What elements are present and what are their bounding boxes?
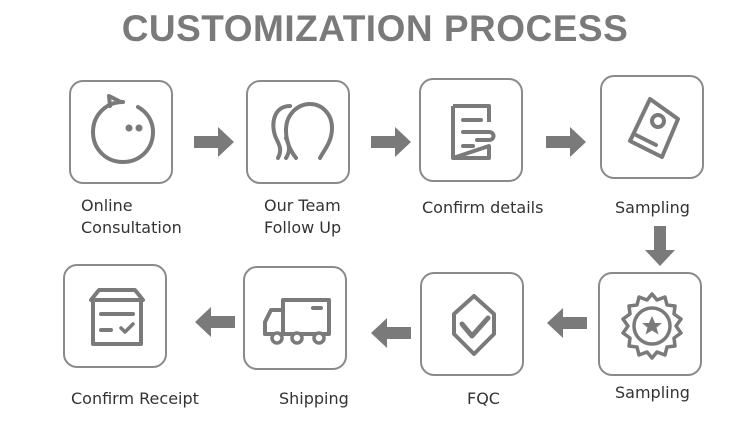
document-icon	[451, 104, 496, 160]
arrow-left-icon	[195, 307, 235, 337]
step-confirm-receipt	[63, 264, 167, 368]
arrow-right-icon	[546, 127, 586, 157]
arrow-right-icon	[194, 127, 234, 157]
truck-icon	[263, 298, 331, 345]
step-label-shipping: Shipping	[279, 389, 349, 408]
step-fqc	[420, 272, 524, 376]
chat-bubble-icon	[90, 94, 156, 165]
arrow-down-icon	[645, 226, 675, 266]
step-label-online-consultation: Online Consultation	[81, 196, 182, 237]
step-label-confirm-details: Confirm details	[422, 198, 544, 217]
step-team-follow-up	[246, 80, 350, 184]
step-label-team-follow-up: Our Team Follow Up	[264, 196, 342, 237]
step-sampling-2	[598, 272, 702, 376]
step-online-consultation	[69, 80, 173, 184]
step-label-confirm-receipt: Confirm Receipt	[71, 389, 199, 408]
arrow-right-icon	[371, 127, 411, 157]
tag-icon	[628, 97, 680, 159]
badge-star-icon	[621, 292, 683, 360]
step-confirm-details	[419, 78, 523, 182]
step-sampling-1	[600, 75, 704, 179]
step-shipping	[243, 266, 347, 370]
team-icon	[271, 101, 335, 160]
step-label-sampling-2: Sampling	[615, 383, 690, 402]
open-box-icon	[89, 288, 145, 346]
step-label-sampling-1: Sampling	[615, 198, 690, 217]
step-label-fqc: FQC	[467, 389, 500, 408]
arrow-left-icon	[371, 318, 411, 348]
quality-check-icon	[452, 294, 496, 356]
page-title: CUSTOMIZATION PROCESS	[121, 8, 629, 49]
arrow-left-icon	[547, 308, 587, 338]
